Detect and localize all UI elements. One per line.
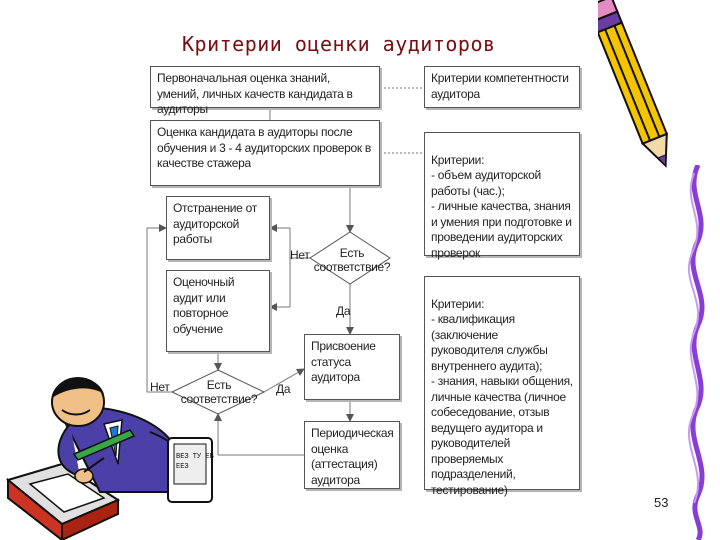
upper-no-label: Нет bbox=[290, 248, 310, 262]
repeat-audit-box: Оценочный аудит или повторное обучение bbox=[166, 270, 270, 352]
trainee-criteria-text: Критерии: - объем аудиторской работы (ча… bbox=[431, 153, 572, 260]
pad-text-line1: ВЕЗ ТУ ЕВ bbox=[176, 453, 214, 461]
repeat-audit-text: Оценочный аудит или повторное обучение bbox=[173, 275, 234, 336]
pencil-icon bbox=[598, 0, 668, 175]
trainee-evaluation-box: Оценка кандидата в аудиторы после обучен… bbox=[150, 120, 380, 186]
page-number: 53 bbox=[654, 495, 668, 510]
pad-text-line2: ЕЕЗ bbox=[176, 463, 189, 471]
competence-criteria-text: Критерии компетентности аудитора bbox=[431, 71, 569, 101]
trainee-evaluation-text: Оценка кандидата в аудиторы после обучен… bbox=[157, 125, 371, 170]
upper-yes-label: Да bbox=[336, 304, 350, 318]
trainee-criteria-box: Критерии: - объем аудиторской работы (ча… bbox=[424, 132, 580, 256]
qualification-criteria-text: Критерии: - квалификация (заключение рук… bbox=[431, 297, 573, 497]
competence-criteria-box: Критерии компетентности аудитора bbox=[424, 66, 580, 108]
status-assignment-box: Присвоение статуса аудитора bbox=[304, 334, 400, 400]
lower-yes-label: Да bbox=[276, 382, 290, 396]
status-assignment-text: Присвоение статуса аудитора bbox=[311, 339, 376, 384]
periodic-evaluation-box: Периодическая оценка (аттестация) аудито… bbox=[304, 421, 400, 489]
initial-evaluation-box: Первоначальная оценка знаний, умений, ли… bbox=[150, 66, 380, 108]
upper-decision-label: Есть соответствие? bbox=[312, 246, 392, 274]
qualification-criteria-box: Критерии: - квалификация (заключение рук… bbox=[424, 276, 580, 490]
removal-text: Отстранение от аудиторской работы bbox=[173, 201, 257, 246]
man-with-notepad-illustration: ВЕЗ ТУ ЕВ ЕЕЗ bbox=[0, 372, 250, 540]
decorative-wave-border bbox=[682, 165, 714, 540]
periodic-evaluation-text: Периодическая оценка (аттестация) аудито… bbox=[311, 426, 394, 487]
removal-box: Отстранение от аудиторской работы bbox=[166, 196, 270, 260]
